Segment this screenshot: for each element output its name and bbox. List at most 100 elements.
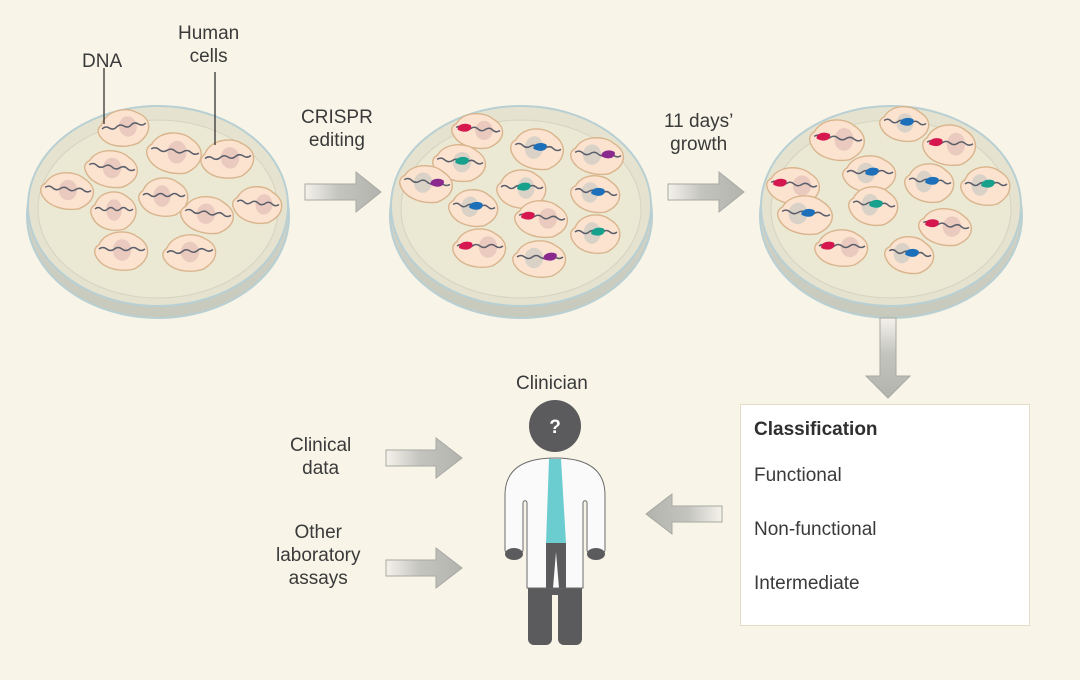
human-cells-label: Human cells: [178, 22, 239, 68]
cell: [809, 119, 865, 162]
classification-row-functional: Functional: [754, 465, 842, 486]
cell-nucleus: [180, 241, 200, 263]
cell: [904, 163, 955, 204]
arrow-growth-icon: [667, 170, 745, 214]
crispr-label-line1: CRISPR: [301, 107, 373, 128]
growth-label-line1: 11 days’: [664, 111, 734, 132]
dna-strand: [204, 153, 252, 161]
cell: [512, 240, 567, 278]
other-assays-line1: Other: [294, 522, 343, 543]
cell: [180, 196, 234, 235]
petri-dish-after-growth: [759, 105, 1023, 319]
edit-mark-blue: [900, 117, 914, 126]
other-assays-line2: laboratory: [276, 545, 361, 566]
arrow-clinical-data-icon: [385, 436, 463, 480]
clinician-left-leg: [528, 585, 552, 645]
dna-strand: [98, 246, 146, 252]
cell-nucleus: [788, 202, 808, 225]
clinical-data-line1: Clinical: [290, 435, 352, 456]
cell: [451, 113, 504, 150]
dna-strand: [88, 162, 136, 172]
cell: [884, 236, 935, 275]
cell: [514, 200, 568, 239]
edit-mark-blue: [905, 248, 919, 257]
edit-mark-magenta: [521, 211, 535, 220]
dna-strand: [101, 122, 147, 130]
cell: [879, 106, 930, 143]
dna-strand: [94, 206, 134, 212]
cell-nucleus: [478, 236, 498, 258]
edit-mark-blue: [533, 142, 547, 151]
cell: [138, 177, 189, 217]
edit-mark-blue: [801, 208, 815, 217]
dna-strand: [150, 147, 200, 155]
cell-nucleus: [792, 175, 812, 196]
cell: [496, 169, 547, 209]
cell: [918, 208, 972, 247]
cell: [570, 214, 621, 254]
cell: [94, 231, 149, 271]
cell-nucleus: [581, 182, 599, 203]
clinical-data-label: Clinical data: [290, 434, 351, 480]
classification-panel: Classification Functional Non-functional…: [740, 404, 1030, 626]
clinical-data-line2: data: [302, 458, 340, 479]
edit-mark-teal: [981, 179, 995, 188]
cell: [84, 150, 138, 189]
petri-dish-edited: [389, 105, 653, 319]
edit-mark-magenta: [821, 241, 835, 250]
cell: [200, 139, 255, 179]
petri-dish-unedited: [26, 105, 290, 319]
cell: [814, 229, 869, 267]
dna-strand: [236, 199, 280, 207]
cell: [232, 186, 283, 225]
cell: [777, 195, 833, 236]
arrow-crispr-icon: [304, 170, 382, 214]
cell: [399, 165, 453, 204]
cell-nucleus: [582, 144, 602, 165]
cell: [162, 234, 217, 272]
classification-row-non-functional: Non-functional: [754, 519, 877, 540]
cell: [570, 175, 621, 214]
edit-mark-magenta: [925, 219, 939, 228]
edit-mark-magenta: [457, 123, 472, 132]
cell-nucleus: [840, 236, 860, 258]
dna-strand: [44, 185, 92, 193]
classification-row-intermediate: Intermediate: [754, 573, 860, 594]
cell: [448, 189, 499, 228]
dna-label: DNA: [82, 51, 123, 72]
edit-mark-teal: [455, 156, 469, 165]
arrow-classification-to-clinician-icon: [645, 492, 723, 536]
dna-strand: [184, 208, 232, 218]
question-mark-icon: ?: [549, 417, 561, 438]
cell: [570, 137, 624, 176]
edit-mark-teal: [869, 199, 883, 208]
crispr-label-line2: editing: [308, 130, 365, 151]
edit-mark-purple: [543, 252, 557, 261]
growth-label-line2: growth: [670, 134, 728, 155]
clinician-head: [529, 400, 581, 452]
arrow-down-classification-icon: [864, 317, 912, 399]
cell: [848, 186, 899, 227]
edit-mark-blue: [591, 187, 605, 196]
edit-mark-magenta: [773, 178, 787, 187]
clinician-figure: ?: [504, 400, 606, 645]
edit-mark-teal: [591, 227, 605, 236]
cell: [90, 191, 137, 231]
edit-mark-magenta: [929, 138, 943, 147]
clinician-label: Clinician: [516, 373, 588, 394]
cell: [842, 155, 897, 193]
cell: [40, 172, 94, 211]
growth-label: 11 days’ growth: [664, 110, 733, 156]
cell-nucleus: [153, 185, 171, 207]
cell-nucleus: [524, 247, 544, 269]
dna-strand: [142, 192, 186, 198]
other-assays-line3: assays: [288, 568, 348, 589]
cell: [922, 124, 977, 166]
cell-nucleus: [915, 170, 933, 193]
edit-mark-blue: [865, 167, 879, 176]
clinician-right-leg: [558, 585, 582, 645]
cell-nucleus: [58, 179, 78, 201]
cell-nucleus: [112, 239, 132, 261]
dna-strand: [166, 247, 214, 255]
